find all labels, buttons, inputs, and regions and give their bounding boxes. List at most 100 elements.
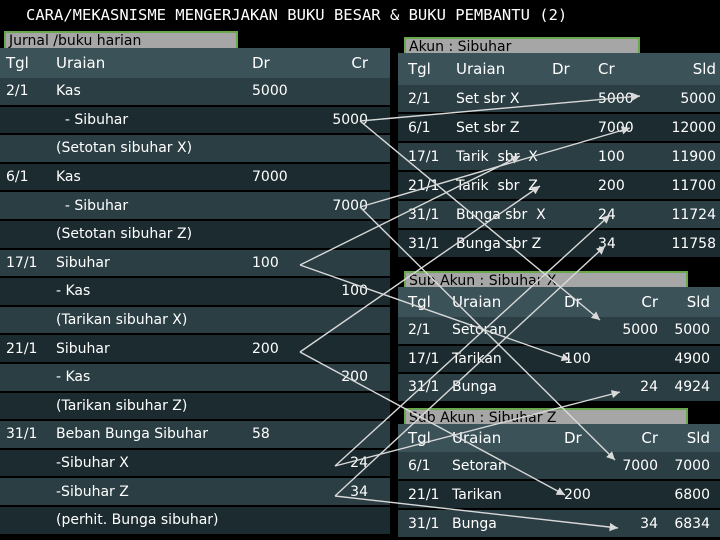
jurnal-cell-cr (308, 335, 368, 362)
table-row: (Setotan sibuhar Z) (0, 221, 390, 248)
akun-cell-tgl: 31/1 (408, 235, 440, 252)
jurnal-cell-uraian: - Sibuhar (56, 111, 129, 128)
subx-header-sld: Sld (686, 293, 710, 311)
akun-cell-tgl: 21/1 (408, 177, 440, 194)
subx-header-cr: Cr (641, 293, 658, 311)
subx-cell-cr (608, 346, 658, 373)
jurnal-cell-uraian: - Kas (56, 369, 91, 386)
subx-header-tgl: Tgl (408, 293, 431, 311)
akun-cell-dr (552, 143, 592, 170)
akun-cell-sld: 11724 (671, 206, 716, 223)
akun-cell-dr (552, 172, 592, 199)
jurnal-header-tgl: Tgl (6, 54, 29, 72)
jurnal-cell-cr (308, 307, 368, 334)
jurnal-cell-dr (252, 307, 302, 334)
akun-cell-cr: 100 (598, 148, 625, 165)
jurnal-cell-cr (308, 221, 368, 248)
akun-cell-uraian: Bunga sbr Z (456, 235, 542, 252)
jurnal-cell-uraian: Kas (56, 169, 81, 186)
jurnal-cell-uraian: - Sibuhar (56, 197, 129, 214)
jurnal-cell-tgl: 17/1 (6, 254, 38, 271)
jurnal-cell-uraian: (Setotan sibuhar Z) (56, 226, 193, 243)
table-row: 6/1 Kas 7000 (0, 163, 390, 191)
subx-cell-sld: 5000 (674, 322, 710, 339)
jurnal-cell-dr (252, 221, 302, 248)
table-row: (Setotan sibuhar X) (0, 135, 390, 162)
subz-cell-cr: 7000 (622, 457, 658, 474)
jurnal-cell-cr: 34 (350, 483, 368, 500)
akun-cell-dr (552, 114, 592, 141)
subz-cell-tgl: 21/1 (408, 486, 440, 503)
jurnal-cell-dr: 7000 (252, 169, 288, 186)
jurnal-cell-tgl (6, 507, 50, 534)
subx-cell-cr: 5000 (622, 322, 658, 339)
jurnal-cell-tgl (6, 450, 50, 477)
jurnal-cell-uraian: (perhit. Bunga sibuhar) (56, 512, 219, 529)
subx-cell-tgl: 17/1 (408, 350, 440, 367)
table-row: (Tarikan sibuhar X) (0, 306, 390, 334)
akun-label: Akun : Sibuhar (404, 37, 640, 57)
jurnal-cell-cr (308, 250, 368, 277)
akun-cell-uraian: Tarik sbr Z (456, 177, 538, 194)
jurnal-cell-uraian: Sibuhar (56, 254, 110, 271)
akun-header-sld: Sld (692, 60, 716, 78)
akun-header-uraian: Uraian (456, 60, 506, 78)
akun-cell-uraian: Bunga sbr X (456, 206, 546, 223)
subx-cell-dr: 100 (564, 350, 591, 367)
table-row: (perhit. Bunga sibuhar) (0, 507, 390, 534)
subz-cell-tgl: 6/1 (408, 457, 431, 474)
subz-cell-cr: 34 (640, 515, 658, 532)
subx-cell-uraian: Tarikan (452, 350, 502, 367)
jurnal-cell-uraian: (Setotan sibuhar X) (56, 140, 193, 157)
subx-cell-dr (564, 317, 594, 344)
jurnal-cell-uraian: (Tarikan sibuhar X) (56, 312, 188, 329)
jurnal-cell-tgl (6, 135, 50, 162)
subz-cell-uraian: Tarikan (452, 486, 502, 503)
subz-cell-tgl: 31/1 (408, 515, 440, 532)
jurnal-cell-dr (252, 192, 302, 219)
subz-header-dr: Dr (564, 429, 582, 447)
jurnal-cell-dr: 58 (252, 426, 270, 443)
jurnal-cell-tgl (6, 107, 50, 134)
jurnal-cell-tgl: 21/1 (6, 340, 38, 357)
table-row: 17/1 Tarikan 100 4900 (398, 345, 720, 373)
page-title: CARA/MEKASNISME MENGERJAKAN BUKU BESAR &… (26, 6, 568, 24)
jurnal-cell-tgl: 6/1 (6, 169, 29, 186)
jurnal-header-uraian: Uraian (56, 54, 106, 72)
subx-cell-sld: 4924 (674, 379, 710, 396)
akun-cell-tgl: 31/1 (408, 206, 440, 223)
akun-cell-dr (552, 85, 592, 112)
subx-header-dr: Dr (564, 293, 582, 311)
jurnal-cell-dr (252, 507, 302, 534)
subx-header-uraian: Uraian (452, 293, 502, 311)
jurnal-cell-uraian: Kas (56, 83, 81, 100)
jurnal-cell-tgl (6, 307, 50, 334)
subz-header-cr: Cr (641, 429, 658, 447)
jurnal-cell-dr: 5000 (252, 83, 288, 100)
akun-cell-dr (552, 201, 592, 228)
subx-cell-dr (564, 374, 594, 401)
subx-cell-sld: 4900 (674, 350, 710, 367)
subx-cell-cr: 24 (640, 379, 658, 396)
akun-cell-uraian: Tarik sbr X (456, 148, 538, 165)
jurnal-cell-dr (252, 393, 302, 420)
subz-cell-sld: 6800 (674, 486, 710, 503)
subz-cell-uraian: Setoran (452, 457, 507, 474)
jurnal-header-dr: Dr (252, 54, 270, 72)
subz-cell-cr (608, 481, 658, 508)
jurnal-cell-tgl (6, 278, 50, 305)
